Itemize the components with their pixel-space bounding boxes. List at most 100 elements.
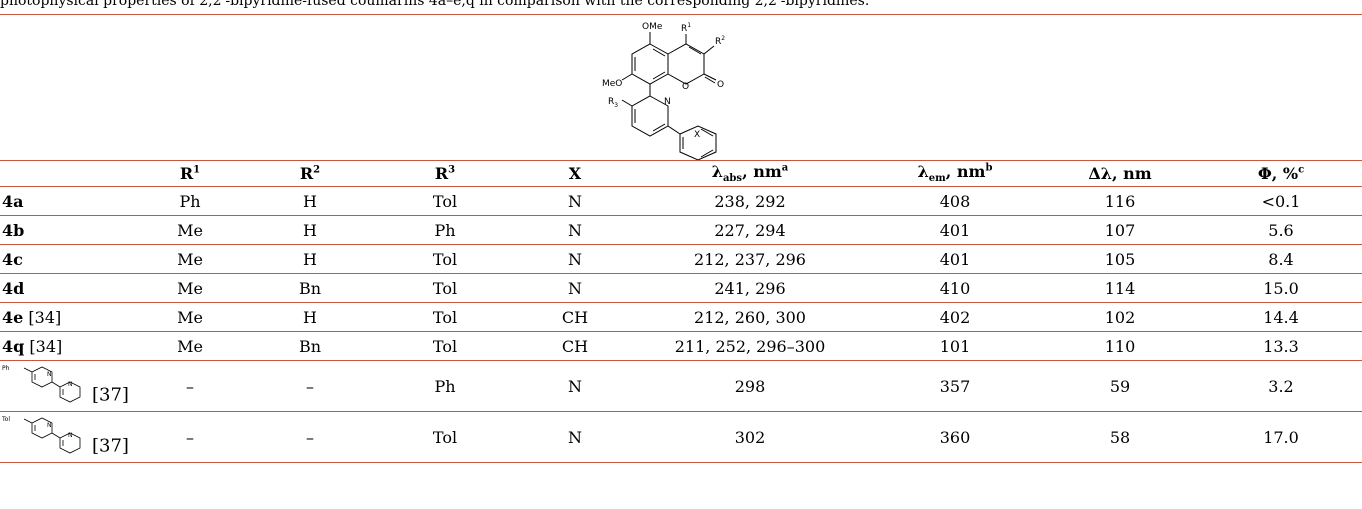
r3-cell: Tol	[370, 302, 520, 332]
stokes-shift-cell: 105	[1040, 244, 1200, 274]
r3-cell: Ph	[370, 360, 520, 412]
r1-cell: Me	[130, 215, 250, 245]
abs-cell: 211, 252, 296–300	[630, 331, 870, 361]
r2-cell: Bn	[250, 273, 370, 303]
svg-text:N: N	[68, 381, 73, 388]
quantum-yield-cell: 5.6	[1200, 215, 1362, 245]
bipyridine-substituent-label: Tol	[2, 416, 10, 423]
em-cell: 101	[870, 331, 1040, 361]
caption-rule	[0, 14, 1362, 15]
reference-label: [37]	[92, 384, 129, 406]
r3-cell: Tol	[370, 273, 520, 303]
r3-label: R3	[608, 97, 618, 109]
reference-label: [37]	[92, 435, 129, 457]
column-header-6: λem, nmb	[870, 160, 1040, 187]
r3-cell: Ph	[370, 215, 520, 245]
stokes-shift-cell: 107	[1040, 215, 1200, 245]
compound-cell: N N Tol [37]	[0, 411, 130, 463]
r2-cell: –	[250, 360, 370, 412]
abs-cell: 227, 294	[630, 215, 870, 245]
r2-cell: H	[250, 215, 370, 245]
r3-cell: Tol	[370, 331, 520, 361]
ring-oxygen-label: O	[682, 82, 689, 92]
column-header-7: Δλ, nm	[1040, 160, 1200, 187]
em-cell: 410	[870, 273, 1040, 303]
column-header-1: R1	[130, 160, 250, 187]
em-cell: 401	[870, 215, 1040, 245]
r1-cell: Me	[130, 331, 250, 361]
x-cell: N	[520, 273, 630, 303]
column-header-4: X	[520, 160, 630, 187]
x-cell: CH	[520, 331, 630, 361]
compound-cell: 4a	[0, 186, 130, 216]
r1-cell: Me	[130, 302, 250, 332]
compound-cell: 4b	[0, 215, 130, 245]
r2-label: R2	[715, 35, 725, 47]
ome-label: OMe	[642, 22, 663, 32]
stokes-shift-cell: 58	[1040, 411, 1200, 463]
caption-text: photophysical properties of 2,2'-bipyrid…	[0, 0, 870, 9]
r1-cell: Me	[130, 244, 250, 274]
abs-cell: 302	[630, 411, 870, 463]
abs-cell: 212, 260, 300	[630, 302, 870, 332]
column-header-5: λabs, nma	[630, 160, 870, 187]
stokes-shift-cell: 110	[1040, 331, 1200, 361]
bipyridine-substituent-label: Ph	[2, 365, 10, 372]
quantum-yield-cell: 14.4	[1200, 302, 1362, 332]
em-cell: 401	[870, 244, 1040, 274]
r2-cell: Bn	[250, 331, 370, 361]
r2-cell: –	[250, 411, 370, 463]
r1-label: R1	[681, 22, 691, 34]
r3-cell: Tol	[370, 244, 520, 274]
r2-cell: H	[250, 244, 370, 274]
stokes-shift-cell: 102	[1040, 302, 1200, 332]
column-header-2: R2	[250, 160, 370, 187]
r3-cell: Tol	[370, 411, 520, 463]
table-caption: photophysical properties of 2,2'-bipyrid…	[0, 0, 1362, 14]
x-cell: N	[520, 360, 630, 412]
bipyridine-structure: N N Ph	[2, 365, 81, 403]
compound-cell: 4c	[0, 244, 130, 274]
quantum-yield-cell: 8.4	[1200, 244, 1362, 274]
stokes-shift-cell: 114	[1040, 273, 1200, 303]
quantum-yield-cell: 17.0	[1200, 411, 1362, 463]
stokes-shift-cell: 59	[1040, 360, 1200, 412]
quantum-yield-cell: 13.3	[1200, 331, 1362, 361]
svg-text:N: N	[68, 432, 73, 439]
quantum-yield-cell: <0.1	[1200, 186, 1362, 216]
abs-cell: 238, 292	[630, 186, 870, 216]
r1-cell: –	[130, 360, 250, 412]
svg-text:N: N	[47, 422, 52, 429]
em-cell: 402	[870, 302, 1040, 332]
r1-cell: Me	[130, 273, 250, 303]
r2-cell: H	[250, 186, 370, 216]
compound-cell: N N Ph [37]	[0, 360, 130, 412]
quantum-yield-cell: 15.0	[1200, 273, 1362, 303]
em-cell: 360	[870, 411, 1040, 463]
r2-cell: H	[250, 302, 370, 332]
abs-cell: 212, 237, 296	[630, 244, 870, 274]
column-header-0	[0, 160, 130, 187]
x-cell: CH	[520, 302, 630, 332]
svg-text:N: N	[47, 371, 52, 378]
stokes-shift-cell: 116	[1040, 186, 1200, 216]
x-cell: N	[520, 244, 630, 274]
r3-cell: Tol	[370, 186, 520, 216]
coumarin-structure: OMe R1 R2 MeO O O R3 N X	[602, 22, 725, 161]
carbonyl-oxygen-label: O	[717, 80, 724, 90]
em-cell: 408	[870, 186, 1040, 216]
compound-cell: 4q [34]	[0, 331, 130, 361]
x-cell: N	[520, 215, 630, 245]
meo-label: MeO	[602, 79, 622, 89]
x-cell: N	[520, 411, 630, 463]
